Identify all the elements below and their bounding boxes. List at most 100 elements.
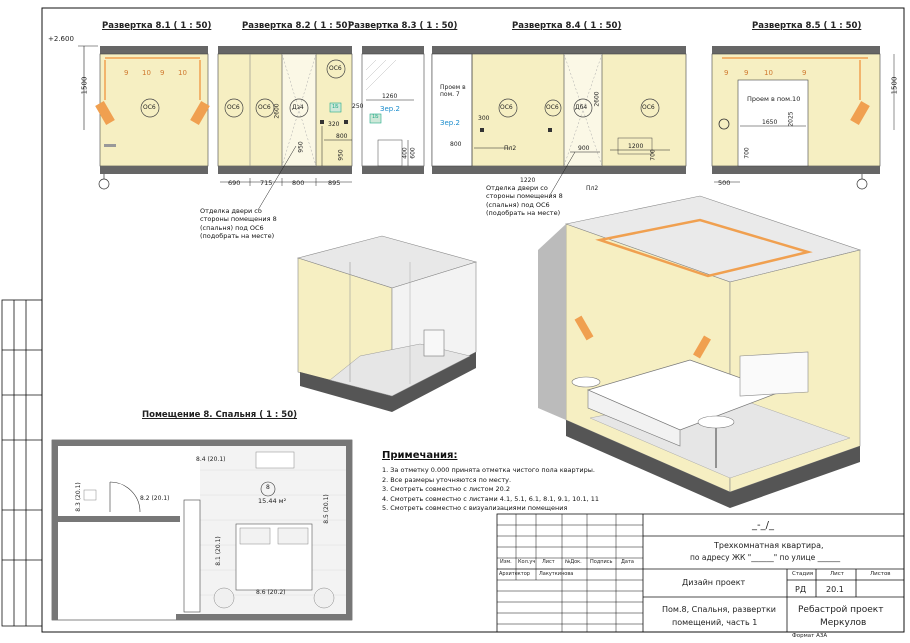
dim: 1650 (762, 119, 778, 126)
lamp-label: 9 (160, 69, 165, 77)
design-label: Дизайн проект (682, 578, 746, 587)
org-name-2: Меркулов (820, 618, 867, 628)
dim: 250 (352, 103, 364, 110)
elevation-title-8-4: Развертка 8.4 ( 1 : 50) (512, 21, 622, 31)
wall-code: ОС6 (227, 104, 240, 111)
lamp-label: 10 (764, 69, 773, 77)
dim-bottom: 800 (292, 179, 305, 187)
view-tag: 8.4 (20.1) (196, 456, 226, 463)
note-item: 4. Смотреть совместно с листами 4.1, 5.1… (382, 494, 599, 503)
architect-role: Архитектор (499, 571, 530, 577)
lamp-label: 9 (802, 69, 807, 77)
dim: 900 (578, 145, 590, 152)
opening-note: Проем в пом.10 (747, 95, 801, 103)
notes-block: Примечания: 1. За отметку 0.000 принята … (382, 450, 599, 512)
elevation-8-1 (78, 45, 210, 190)
elevation-8-3 (361, 46, 425, 174)
elevation-8-5 (711, 46, 895, 190)
col-header: Лист (542, 559, 555, 565)
dim: 1220 (520, 177, 536, 184)
wall-code: ОС6 (143, 104, 156, 111)
dim: 950 (297, 141, 305, 153)
lamp-label: 9 (744, 69, 749, 77)
sheet-value: 20.1 (826, 585, 844, 594)
dim: 300 (478, 115, 490, 122)
mirror-code: Зер.2 (440, 119, 460, 127)
elevation-8-2 (217, 46, 353, 186)
plan-title: Помещение 8. Спальня ( 1 : 50) (142, 410, 298, 420)
switch-code: 1Б (332, 104, 339, 110)
dim: 500 (718, 179, 731, 187)
lamp-label: 10 (178, 69, 187, 77)
floor-tag: Пл2 (586, 185, 599, 192)
door-code: Дз4 (292, 104, 304, 111)
col-header: Дата (621, 559, 634, 565)
lamp-label: 9 (724, 69, 729, 77)
view-tag: 8.6 (20.2) (256, 589, 286, 596)
wall-code: ОС6 (500, 104, 513, 111)
project-name: Трехкомнатная квартира, (714, 541, 824, 550)
elevation-title-8-2: Развертка 8.2 ( 1 : 50) (242, 21, 352, 31)
3d-view-bathroom-wall (296, 235, 478, 412)
dim: 400 (401, 147, 409, 159)
dim: 320 (328, 121, 340, 128)
col-header: Изм. (500, 559, 512, 565)
elevation-title-8-3: Развертка 8.3 ( 1 : 50) (348, 21, 458, 31)
left-side-stamp (1, 299, 43, 627)
elevation-title-8-5: Развертка 8.5 ( 1 : 50) (752, 21, 862, 31)
col-header: Подпись (590, 559, 613, 565)
project-address: по адресу ЖК "______" по улице ______ (690, 553, 841, 562)
dim: 2600 (593, 91, 601, 107)
view-tag: 8.3 (20.1) (74, 482, 82, 512)
elevation-8-4 (431, 46, 687, 174)
wall-code: ОС6 (642, 104, 655, 111)
room-area: 15.44 м² (258, 497, 287, 505)
dim: 2600 (273, 103, 281, 119)
floor-plan (51, 439, 353, 621)
dim: 600 (409, 147, 417, 159)
dim: 700 (649, 149, 657, 161)
note-item: 5. Смотреть совместно с визуализациями п… (382, 504, 568, 512)
doc-code: _-_/_ (752, 520, 774, 531)
door-code: Дб4 (575, 104, 588, 111)
dim: 2025 (787, 111, 795, 127)
elevation-title-8-1: Развертка 8.1 ( 1 : 50) (102, 21, 212, 31)
wall-code: ОС6 (546, 104, 559, 111)
wall-code: ОС6 (258, 104, 271, 111)
note-item: 3. Смотреть совместно с листом 20.2 (382, 485, 511, 493)
dim: 1200 (628, 143, 644, 150)
door-finish-note-2: Отделка двери со стороны помещения 8 (сп… (486, 184, 563, 218)
floor-code: Пл2 (504, 145, 517, 152)
org-name-1: Ребастрой проект (798, 605, 884, 615)
dim-bottom: 715 (260, 179, 273, 187)
col-header: №Док. (565, 559, 582, 565)
dim: 700 (743, 147, 751, 159)
col-header: Кол.уч (518, 559, 536, 565)
dim-bottom: 895 (328, 179, 341, 187)
sheet-format: Формат А3А (792, 633, 828, 639)
lamp-label: 9 (124, 69, 129, 77)
dim-bottom: 690 (228, 179, 241, 187)
architect-name: Лакуткинова (539, 571, 574, 577)
3d-view-bedroom (538, 195, 862, 508)
note-item: 2. Все размеры уточняются по месту. (382, 475, 512, 484)
lamp-label: 10 (142, 69, 151, 77)
height-1500-8-1: 1500 (80, 76, 89, 95)
wall-code: ОС6 (329, 65, 342, 72)
note-item: 1. За отметку 0.000 принята отметка чист… (382, 466, 595, 474)
view-tag: 8.5 (20.1) (322, 494, 330, 524)
room-number: 8 (266, 484, 270, 491)
mirror-code: Зер.2 (380, 105, 400, 113)
socket-code: 1Б (372, 114, 379, 120)
stage-value: РД (795, 585, 807, 594)
door-finish-note-1: Отделка двери со стороны помещения 8 (сп… (200, 207, 277, 241)
dim: 800 (336, 133, 348, 140)
opening-note: Проем в пом. 7 (440, 84, 466, 99)
sheets-header: Листов (870, 571, 891, 577)
sheet-header: Лист (830, 571, 844, 577)
title-block (496, 513, 905, 633)
dim: 950 (337, 149, 345, 161)
view-tag: 8.2 (20.1) (140, 495, 170, 502)
height-1500-8-5: 1500 (890, 76, 899, 95)
